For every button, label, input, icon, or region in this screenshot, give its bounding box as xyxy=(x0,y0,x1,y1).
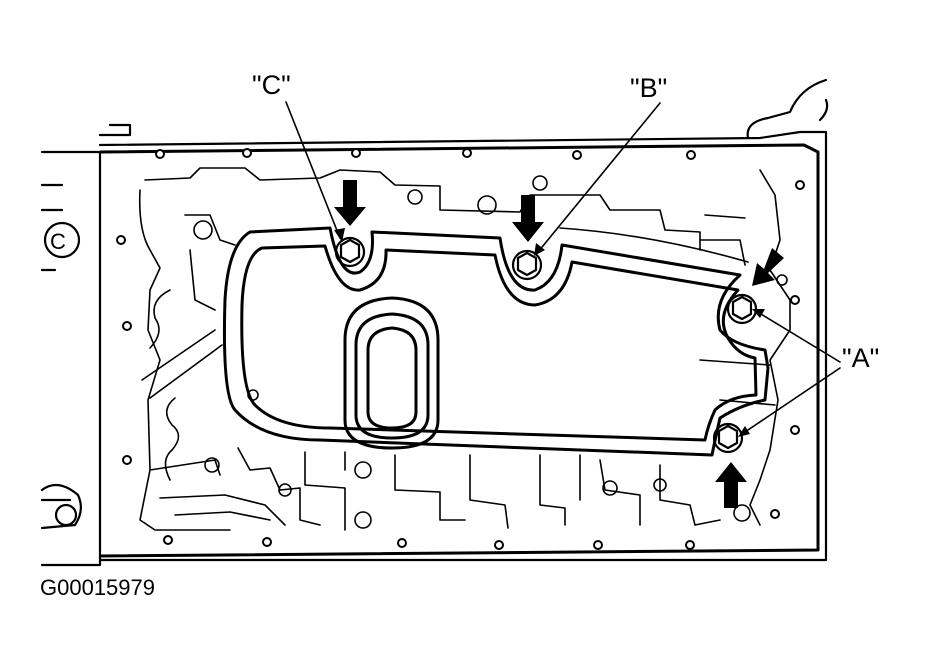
bolt-c xyxy=(334,236,366,268)
figure-code: G00015979 xyxy=(40,575,155,600)
leader-lines xyxy=(285,101,841,437)
label-a: "A" xyxy=(842,343,880,373)
valve-body xyxy=(138,167,791,531)
oil-strainer xyxy=(222,226,770,457)
label-b: "B" xyxy=(630,73,668,103)
label-c: "C" xyxy=(252,70,291,100)
pan-bolt-holes xyxy=(116,148,805,550)
arrow-c xyxy=(334,180,366,226)
bolt-a-upper xyxy=(726,293,758,325)
arrow-a-lower xyxy=(715,462,747,508)
transmission-case: C xyxy=(40,78,829,567)
arrow-b xyxy=(512,195,544,242)
bolt-b xyxy=(511,249,543,281)
strainer-pickup xyxy=(343,296,440,450)
bolt-a-lower xyxy=(712,422,744,454)
bolts xyxy=(334,236,758,454)
bolt-arrows xyxy=(334,180,784,508)
pan-rail xyxy=(99,143,820,558)
svg-text:C: C xyxy=(50,229,66,254)
arrow-a-upper xyxy=(752,248,784,286)
